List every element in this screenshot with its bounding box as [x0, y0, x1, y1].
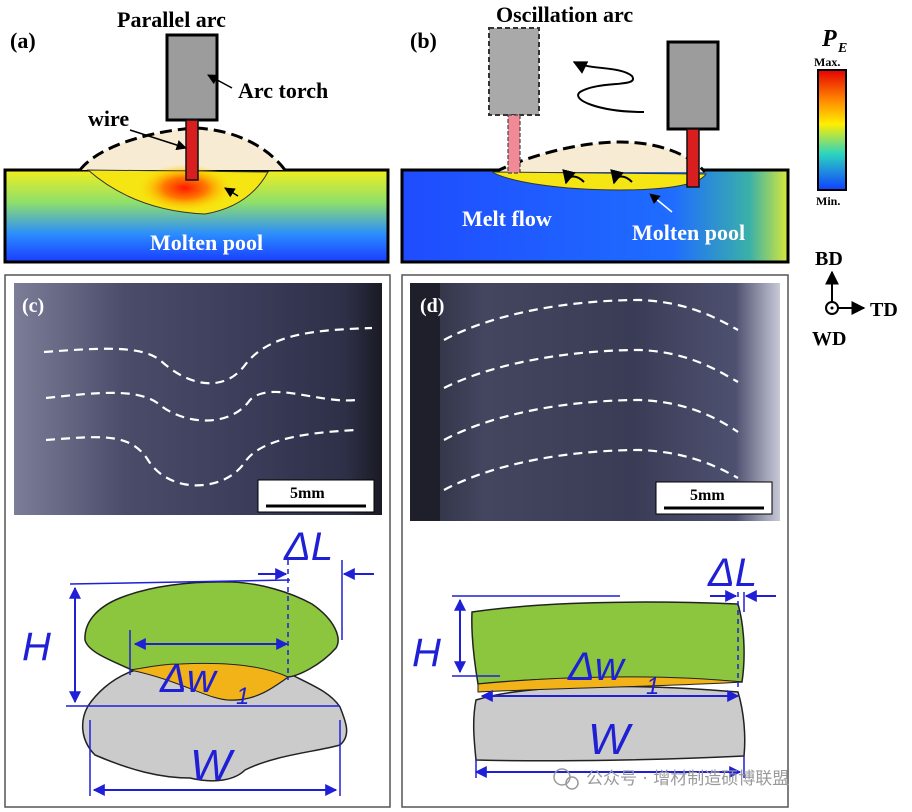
- panel-a-tag: (a): [10, 28, 36, 53]
- flow-arrow-2-icon: [610, 169, 633, 185]
- axis-bd-label: BD: [815, 248, 843, 270]
- layer-boundary-d4: [443, 448, 739, 491]
- pool-pointer-a: [224, 187, 239, 198]
- flow-arrow-1-icon: [562, 169, 585, 185]
- scalebar-label-d: 5mm: [690, 487, 725, 504]
- dw-sub-c: 1: [236, 683, 249, 710]
- dl-label-d: ΔL: [707, 551, 757, 595]
- panel-b-title: Oscillation arc: [496, 2, 633, 27]
- pool-label-a: Molten pool: [150, 230, 263, 255]
- h-label-d: H: [412, 631, 441, 675]
- wire-b: [686, 128, 700, 188]
- panel-d-tag: (d): [420, 295, 444, 317]
- panel-c: (c) 5mm H ΔL Δw 1 W: [4, 274, 391, 808]
- arc-torch-b: [666, 40, 720, 131]
- axis-td-label: TD: [870, 299, 898, 321]
- dl-label-c: ΔL: [283, 525, 333, 569]
- layer-boundary-c2: [45, 390, 357, 422]
- w-label-d: W: [588, 715, 633, 764]
- ghost-torch-b: [488, 27, 540, 116]
- h-top-ref-c: [69, 579, 291, 585]
- deposit-bead-b: [495, 142, 705, 172]
- wechat-icon-inner: [565, 776, 579, 790]
- torch-label-a: Arc torch: [238, 78, 328, 103]
- dw-label-c: Δw: [159, 657, 219, 701]
- arc-torch-a: [165, 33, 219, 122]
- colorbar-min: Min.: [816, 194, 840, 208]
- overlap-region-d: [477, 676, 743, 693]
- watermark: 公众号 · 增材制造硕博联盟: [553, 768, 789, 790]
- pool-pointer-b: [649, 193, 673, 213]
- layer-boundary-d1: [443, 298, 739, 341]
- colorbar: P E Max. Min.: [814, 26, 847, 208]
- panel-c-tag: (c): [22, 295, 44, 317]
- h-label-c: H: [22, 625, 51, 669]
- layer-boundary-c3: [45, 428, 357, 487]
- panel-b: (b) Oscillation arc Melt flow Molten poo…: [400, 2, 790, 264]
- colorbar-symbol: P: [821, 26, 837, 52]
- wire-a: [185, 119, 199, 181]
- bead-outline-a: [78, 126, 287, 171]
- bead-outline-b: [494, 140, 707, 174]
- oscillation-path-icon: [572, 61, 645, 113]
- micrograph-d-left-edge: [410, 283, 440, 521]
- panel-b-tag: (b): [410, 28, 437, 53]
- ghost-wire-b: [507, 114, 521, 174]
- panel-d: (d) 5mm H ΔL Δw 1 W: [401, 274, 789, 808]
- dw-label-d: Δw: [567, 645, 627, 689]
- panel-a: (a) Parallel arc Arc torch wire Molten p…: [3, 7, 390, 264]
- panel-a-title: Parallel arc: [117, 7, 226, 32]
- colorbar-subscript: E: [837, 41, 847, 56]
- colorbar-gradient: [817, 69, 847, 191]
- layer-boundary-d3: [443, 398, 739, 441]
- wire-label-a: wire: [88, 106, 129, 131]
- w-label-c: W: [190, 741, 235, 790]
- heat-spot-a: [137, 164, 233, 212]
- flow-label-b: Melt flow: [462, 206, 552, 231]
- colorbar-max: Max.: [814, 55, 840, 69]
- torch-pointer-a: [207, 74, 233, 89]
- pool-label-b: Molten pool: [632, 220, 745, 245]
- wire-pointer-a: [129, 129, 187, 151]
- wd-dot-icon: [830, 306, 834, 310]
- layer-boundary-d2: [443, 348, 739, 389]
- watermark-text: 公众号 · 增材制造硕博联盟: [586, 769, 789, 789]
- axis-wd-label: WD: [812, 328, 846, 350]
- axis-indicator: BD TD WD: [812, 248, 898, 350]
- scalebar-label-c: 5mm: [290, 485, 325, 502]
- layer-boundary-c1: [43, 326, 373, 385]
- dw-sub-d: 1: [646, 673, 659, 700]
